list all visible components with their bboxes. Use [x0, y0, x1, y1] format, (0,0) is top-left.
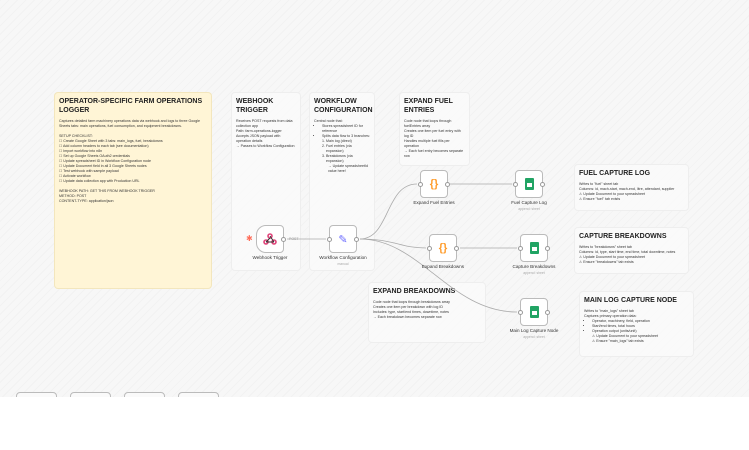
bullet: Operator, machinery, field, operation — [592, 319, 689, 324]
sticky-title: CAPTURE BREAKDOWNS — [579, 233, 667, 240]
node-label: Fuel Capture Log — [511, 200, 547, 205]
node-subtitle: manual — [337, 262, 349, 266]
node-label: Expand Fuel Entries — [413, 200, 455, 205]
node-expand-breakdowns[interactable]: {} — [427, 234, 459, 262]
input-handle[interactable] — [427, 246, 432, 251]
sticky-note-text: → Update spreadsheetId value here! — [328, 164, 369, 173]
input-handle[interactable] — [518, 246, 523, 251]
sticky-title: WORKFLOW CONFIGURATION — [314, 98, 373, 114]
node-label: Expand Breakdowns — [421, 264, 465, 269]
sticky-intro: Writes to "main_logs" sheet tab Captures… — [584, 309, 637, 318]
sticky-note-main[interactable]: OPERATOR-SPECIFIC FARM OPERATIONS LOGGER… — [55, 93, 211, 288]
output-handle[interactable] — [281, 237, 286, 242]
sticky-title: EXPAND BREAKDOWNS — [373, 288, 456, 295]
input-handle[interactable] — [327, 237, 332, 242]
node-subtitle: append: sheet — [523, 271, 545, 275]
branch: Breakdowns (via expansion) — [326, 154, 370, 164]
node-webhook-trigger[interactable] — [256, 225, 286, 253]
google-sheets-icon — [529, 242, 539, 254]
node-main-log-capture[interactable] — [518, 298, 550, 326]
sticky-body: Receives POST requests from data collect… — [236, 119, 295, 148]
output-handle[interactable] — [540, 182, 545, 187]
sticky-body: Writes to "breakdowns" sheet tab Columns… — [579, 245, 676, 264]
workflow-canvas[interactable]: OPERATOR-SPECIFIC FARM OPERATIONS LOGGER… — [0, 0, 749, 397]
sticky-body: Code node that loops through breakdowns … — [373, 300, 450, 319]
sticky-title: MAIN LOG CAPTURE NODE — [584, 297, 677, 304]
output-handle[interactable] — [545, 246, 550, 251]
sticky-warning: ⚠ Update Document to your spreadsheet ⚠ … — [592, 334, 658, 343]
sticky-title: FUEL CAPTURE LOG — [579, 170, 651, 177]
sticky-note-capture-breakdowns[interactable]: CAPTURE BREAKDOWNS Writes to "breakdowns… — [575, 228, 688, 273]
sticky-title: WEBHOOK TRIGGER — [236, 98, 274, 114]
google-sheets-icon — [524, 178, 534, 190]
input-handle[interactable] — [513, 182, 518, 187]
sticky-note-expand-fuel[interactable]: EXPAND FUEL ENTRIES Code node that loops… — [400, 93, 469, 165]
input-handle[interactable] — [518, 310, 523, 315]
bullet: Start/end times, total hours — [592, 324, 689, 329]
sticky-note-expand-breakdowns[interactable]: EXPAND BREAKDOWNS Code node that loops t… — [369, 283, 485, 342]
sticky-intro: Central node that: — [314, 119, 343, 123]
sticky-note-main-log[interactable]: MAIN LOG CAPTURE NODE Writes to "main_lo… — [580, 292, 693, 356]
bullet: Stores spreadsheet ID for reference — [322, 124, 370, 134]
node-expand-fuel-entries[interactable]: {} — [418, 170, 450, 198]
trigger-bolt-icon: ✱ — [246, 234, 253, 243]
bullet: Operation output (units/unit) — [592, 329, 689, 334]
google-sheets-icon — [529, 306, 539, 318]
node-label: Webhook Trigger — [252, 255, 288, 260]
branch: Main log (direct) — [326, 139, 370, 144]
sticky-title: OPERATOR-SPECIFIC FARM OPERATIONS LOGGER — [59, 98, 203, 114]
input-handle[interactable] — [418, 182, 423, 187]
node-label: Main Log Capture Node — [509, 328, 559, 333]
node-workflow-configuration[interactable]: ✎ — [327, 225, 359, 253]
output-handle[interactable] — [545, 310, 550, 315]
sticky-body: Writes to "fuel" sheet tab Columns: id, … — [579, 182, 675, 201]
node-label: Workflow Configuration — [319, 255, 367, 260]
output-handle[interactable] — [354, 237, 359, 242]
bottom-panel — [0, 397, 749, 450]
node-capture-breakdowns[interactable] — [518, 234, 550, 262]
sticky-title: EXPAND FUEL ENTRIES — [404, 98, 453, 114]
bullet: Splits data flow to 3 branches: — [322, 134, 370, 139]
node-label: Capture Breakdowns — [512, 264, 556, 269]
sticky-body: Code node that loops through fuelEntries… — [404, 119, 464, 158]
node-subtitle: append: sheet — [523, 335, 545, 339]
webhook-icon — [263, 233, 277, 245]
code-braces-icon: {} — [438, 242, 448, 254]
output-handle[interactable] — [454, 246, 459, 251]
code-braces-icon: {} — [429, 178, 439, 190]
output-handle[interactable] — [445, 182, 450, 187]
sticky-note-fuel-log[interactable]: FUEL CAPTURE LOG Writes to "fuel" sheet … — [575, 165, 688, 210]
branch: Fuel entries (via expansion) — [326, 144, 370, 154]
node-fuel-capture-log[interactable] — [513, 170, 545, 198]
node-subtitle: append: sheet — [518, 207, 540, 211]
sticky-body: Captures detailed farm machinery operati… — [59, 119, 201, 203]
pencil-icon: ✎ — [338, 233, 348, 246]
